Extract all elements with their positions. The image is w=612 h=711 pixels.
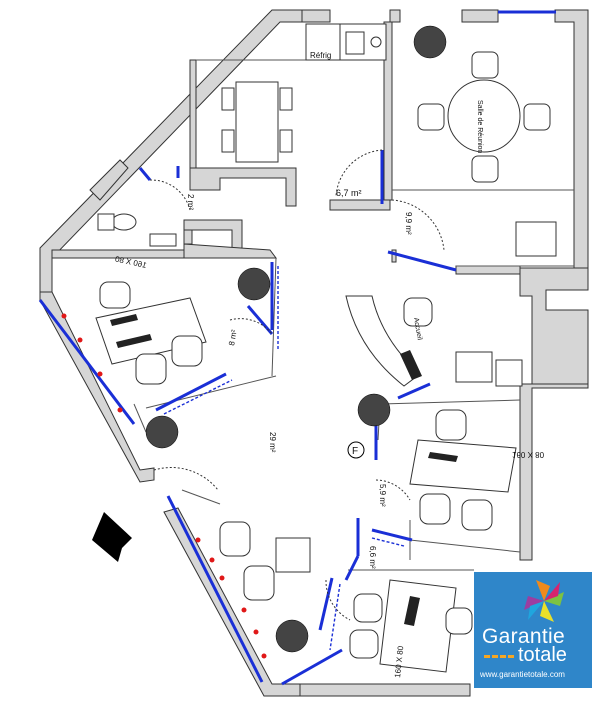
label-kitchen-area: 6,7 m² [336,188,362,198]
logo-title: Garantie [482,625,565,648]
label-office-right-bottom-area: 6,6 m² [368,546,377,569]
logo-dash [484,655,514,658]
wc [97,213,177,247]
blue-openings [38,10,556,686]
label-office-left-area: 8 m² [227,329,239,347]
monitors [110,314,458,626]
label-desk2: 160 X 80 [512,450,545,459]
label-office-right-top-area: 5,9 m² [378,484,387,507]
red-outlets [61,313,267,659]
north-arrow-icon [92,512,132,562]
plants [145,25,447,653]
kitchen [221,23,387,163]
meeting-room [417,51,557,257]
f-marker-circle [347,441,365,459]
pinwheel-icon [524,580,564,622]
label-desk3: 160 X 80 [393,645,405,678]
label-open-space-area: 29 m² [268,432,277,453]
interior-walls [51,21,521,275]
f-marker-label: F [352,446,358,457]
label-meeting-room: Salle de Réunion [476,100,483,153]
label-wc-area: 2 m² [186,194,195,210]
logo-subtitle: totale [518,644,567,666]
desks [95,281,523,673]
label-reception: Accueil [412,317,423,341]
garantie-totale-logo[interactable]: Garantie totale www.garantietotale.com [474,572,592,688]
door-arcs [149,149,445,621]
label-refrig: Réfrig [310,51,331,60]
label-meeting-area: 9,9 m² [404,212,413,235]
blue-dashed [163,266,405,651]
logo-url: www.garantietotale.com [480,670,565,679]
